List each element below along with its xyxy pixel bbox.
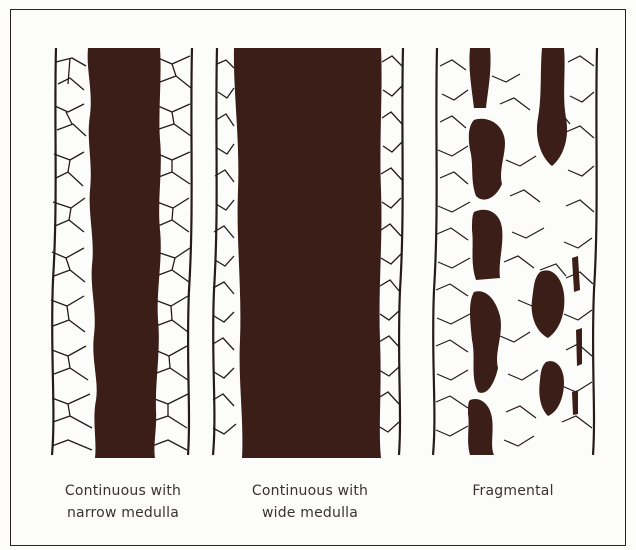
caption-line: Continuous with (225, 480, 395, 502)
medulla-fragment (472, 210, 502, 280)
panel-fragmental (433, 48, 597, 455)
medulla-fragments (468, 48, 582, 455)
medulla-fragment (539, 361, 564, 416)
medulla-fragment (470, 291, 501, 393)
panel-narrow-medulla (51, 48, 192, 458)
medulla-fragment (532, 270, 565, 338)
hair-shaft-outline-right (188, 48, 192, 455)
cuticle-scale-pattern (436, 56, 594, 446)
medulla-wide (234, 48, 382, 458)
medulla-fragment (537, 48, 567, 166)
caption-wide-medulla: Continuous with wide medulla (225, 480, 395, 524)
caption-narrow-medulla: Continuous with narrow medulla (38, 480, 208, 524)
hair-shaft-outline-left (433, 48, 437, 455)
medulla-fragment (468, 399, 494, 455)
medulla-fragment (572, 256, 580, 292)
hair-shaft-outline-right (593, 48, 597, 455)
medulla-fragment (576, 328, 582, 366)
panel-wide-medulla (213, 48, 403, 458)
medulla-fragment (469, 48, 490, 108)
medulla-fragment (469, 119, 505, 200)
hair-shaft-outline-left (213, 48, 217, 455)
caption-fragmental: Fragmental (438, 480, 588, 502)
caption-line: Fragmental (438, 480, 588, 502)
caption-line: narrow medulla (38, 502, 208, 524)
caption-line: Continuous with (38, 480, 208, 502)
hair-shaft-outline-left (52, 48, 56, 455)
caption-line: wide medulla (225, 502, 395, 524)
medulla-fragment (572, 390, 578, 415)
medulla-narrow (88, 48, 161, 458)
hair-shaft-outline-right (399, 48, 403, 455)
